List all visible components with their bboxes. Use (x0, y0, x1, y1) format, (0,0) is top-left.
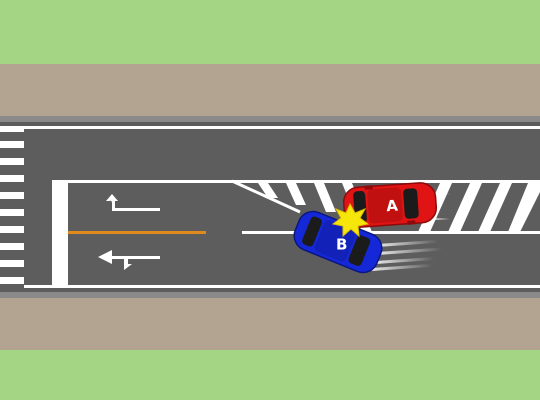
road-curb-top (0, 116, 540, 122)
crosswalk (0, 126, 24, 284)
car-b-label: B (336, 235, 347, 253)
road-surface (0, 116, 540, 298)
sidewalk-bottom (0, 298, 540, 350)
skid-marks-red (430, 193, 450, 220)
car-a-label: A (386, 196, 399, 215)
center-line (68, 231, 206, 234)
edge-line-top (24, 126, 540, 129)
car-a: A (342, 182, 438, 228)
edge-line-bottom (24, 285, 540, 288)
collision-burst-icon (331, 202, 370, 238)
grass-top (0, 0, 540, 64)
sidewalk-top (0, 64, 540, 116)
straight-and-left-arrow-icon (98, 250, 160, 270)
road-curb-bottom (0, 292, 540, 298)
grass-bottom (0, 350, 540, 400)
skid-marks (372, 239, 443, 271)
left-turn-arrow-icon (106, 194, 160, 211)
stop-line (52, 180, 68, 286)
lane-line-upper (68, 180, 540, 183)
lane-dash-1 (242, 231, 302, 234)
